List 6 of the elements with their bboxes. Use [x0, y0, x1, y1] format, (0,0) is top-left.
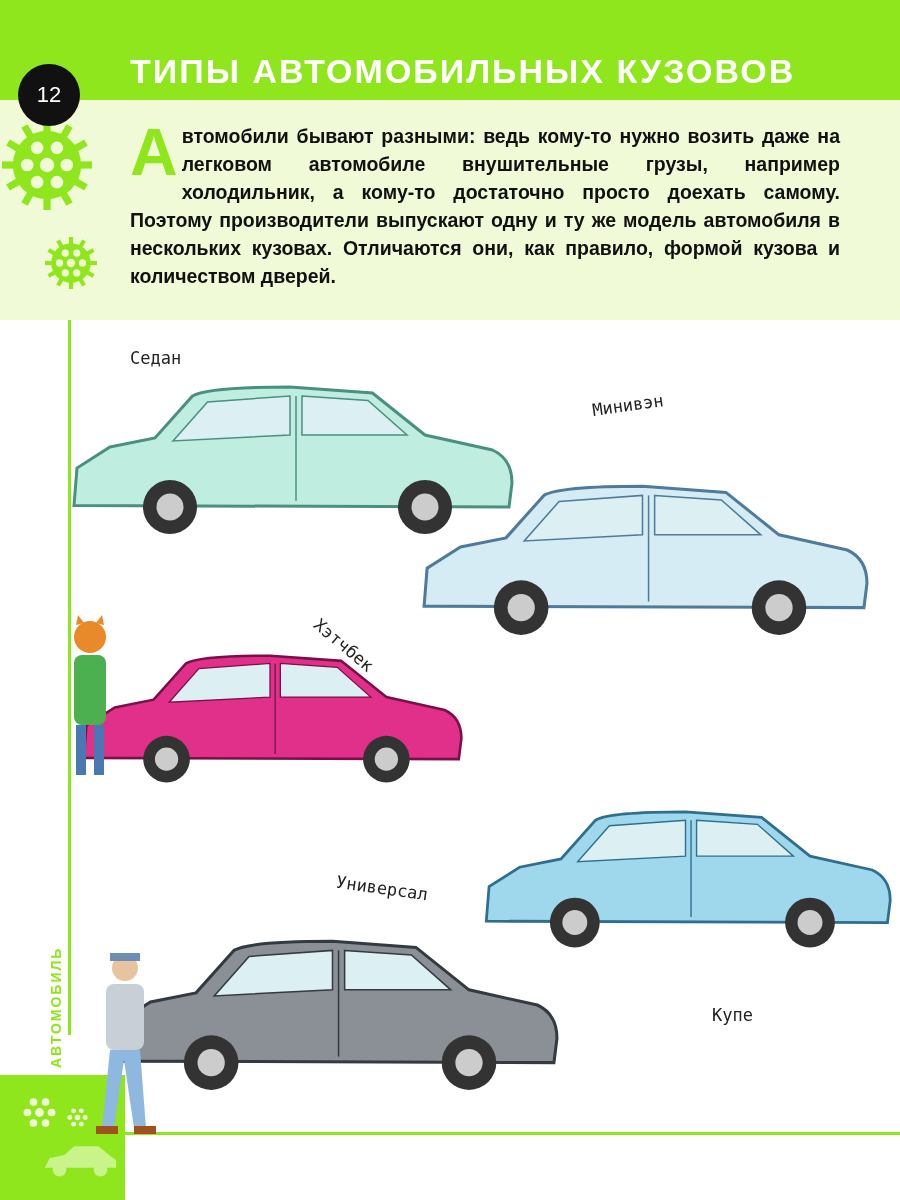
car-type-label: Седан [130, 348, 182, 368]
car-type-label: Универсал [335, 871, 430, 905]
car-type-label: Купе [712, 1005, 753, 1025]
page-title: ТИПЫ АВТОМОБИЛЬНЫХ КУЗОВОВ [130, 52, 797, 91]
car-type-label: Минивэн [590, 390, 665, 420]
section-label: АВТОМОБИЛЬ [48, 946, 64, 1068]
